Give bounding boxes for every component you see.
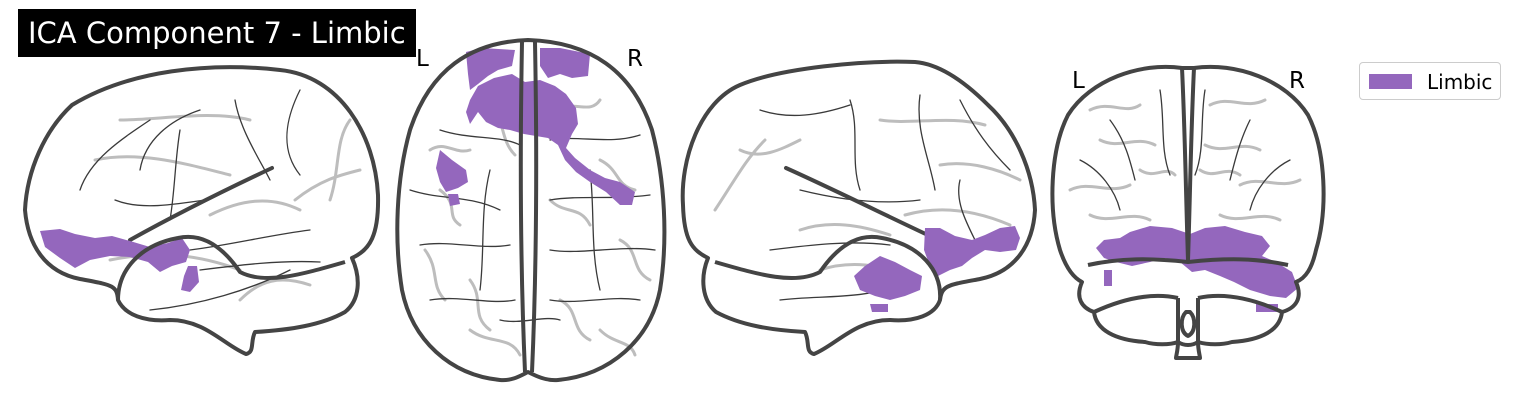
axial-limbic-blob: [436, 48, 635, 206]
legend-label: Limbic: [1427, 70, 1493, 94]
sagittal-left-view: [23, 65, 381, 356]
legend: Limbic: [1359, 62, 1501, 100]
sagittal-right-view: [680, 59, 1037, 356]
coronal-view: L R: [1050, 64, 1326, 360]
legend-swatch: [1369, 74, 1412, 89]
axial-view: L R: [395, 38, 667, 383]
sagittal-left-limbic-blob: [40, 229, 199, 292]
coronal-right-label: R: [1289, 68, 1305, 94]
axial-right-label: R: [627, 46, 643, 72]
coronal-left-label: L: [1072, 68, 1085, 94]
sagittal-right-limbic-blob: [854, 226, 1020, 312]
figure-title: ICA Component 7 - Limbic: [18, 9, 416, 57]
axial-left-label: L: [416, 46, 429, 72]
